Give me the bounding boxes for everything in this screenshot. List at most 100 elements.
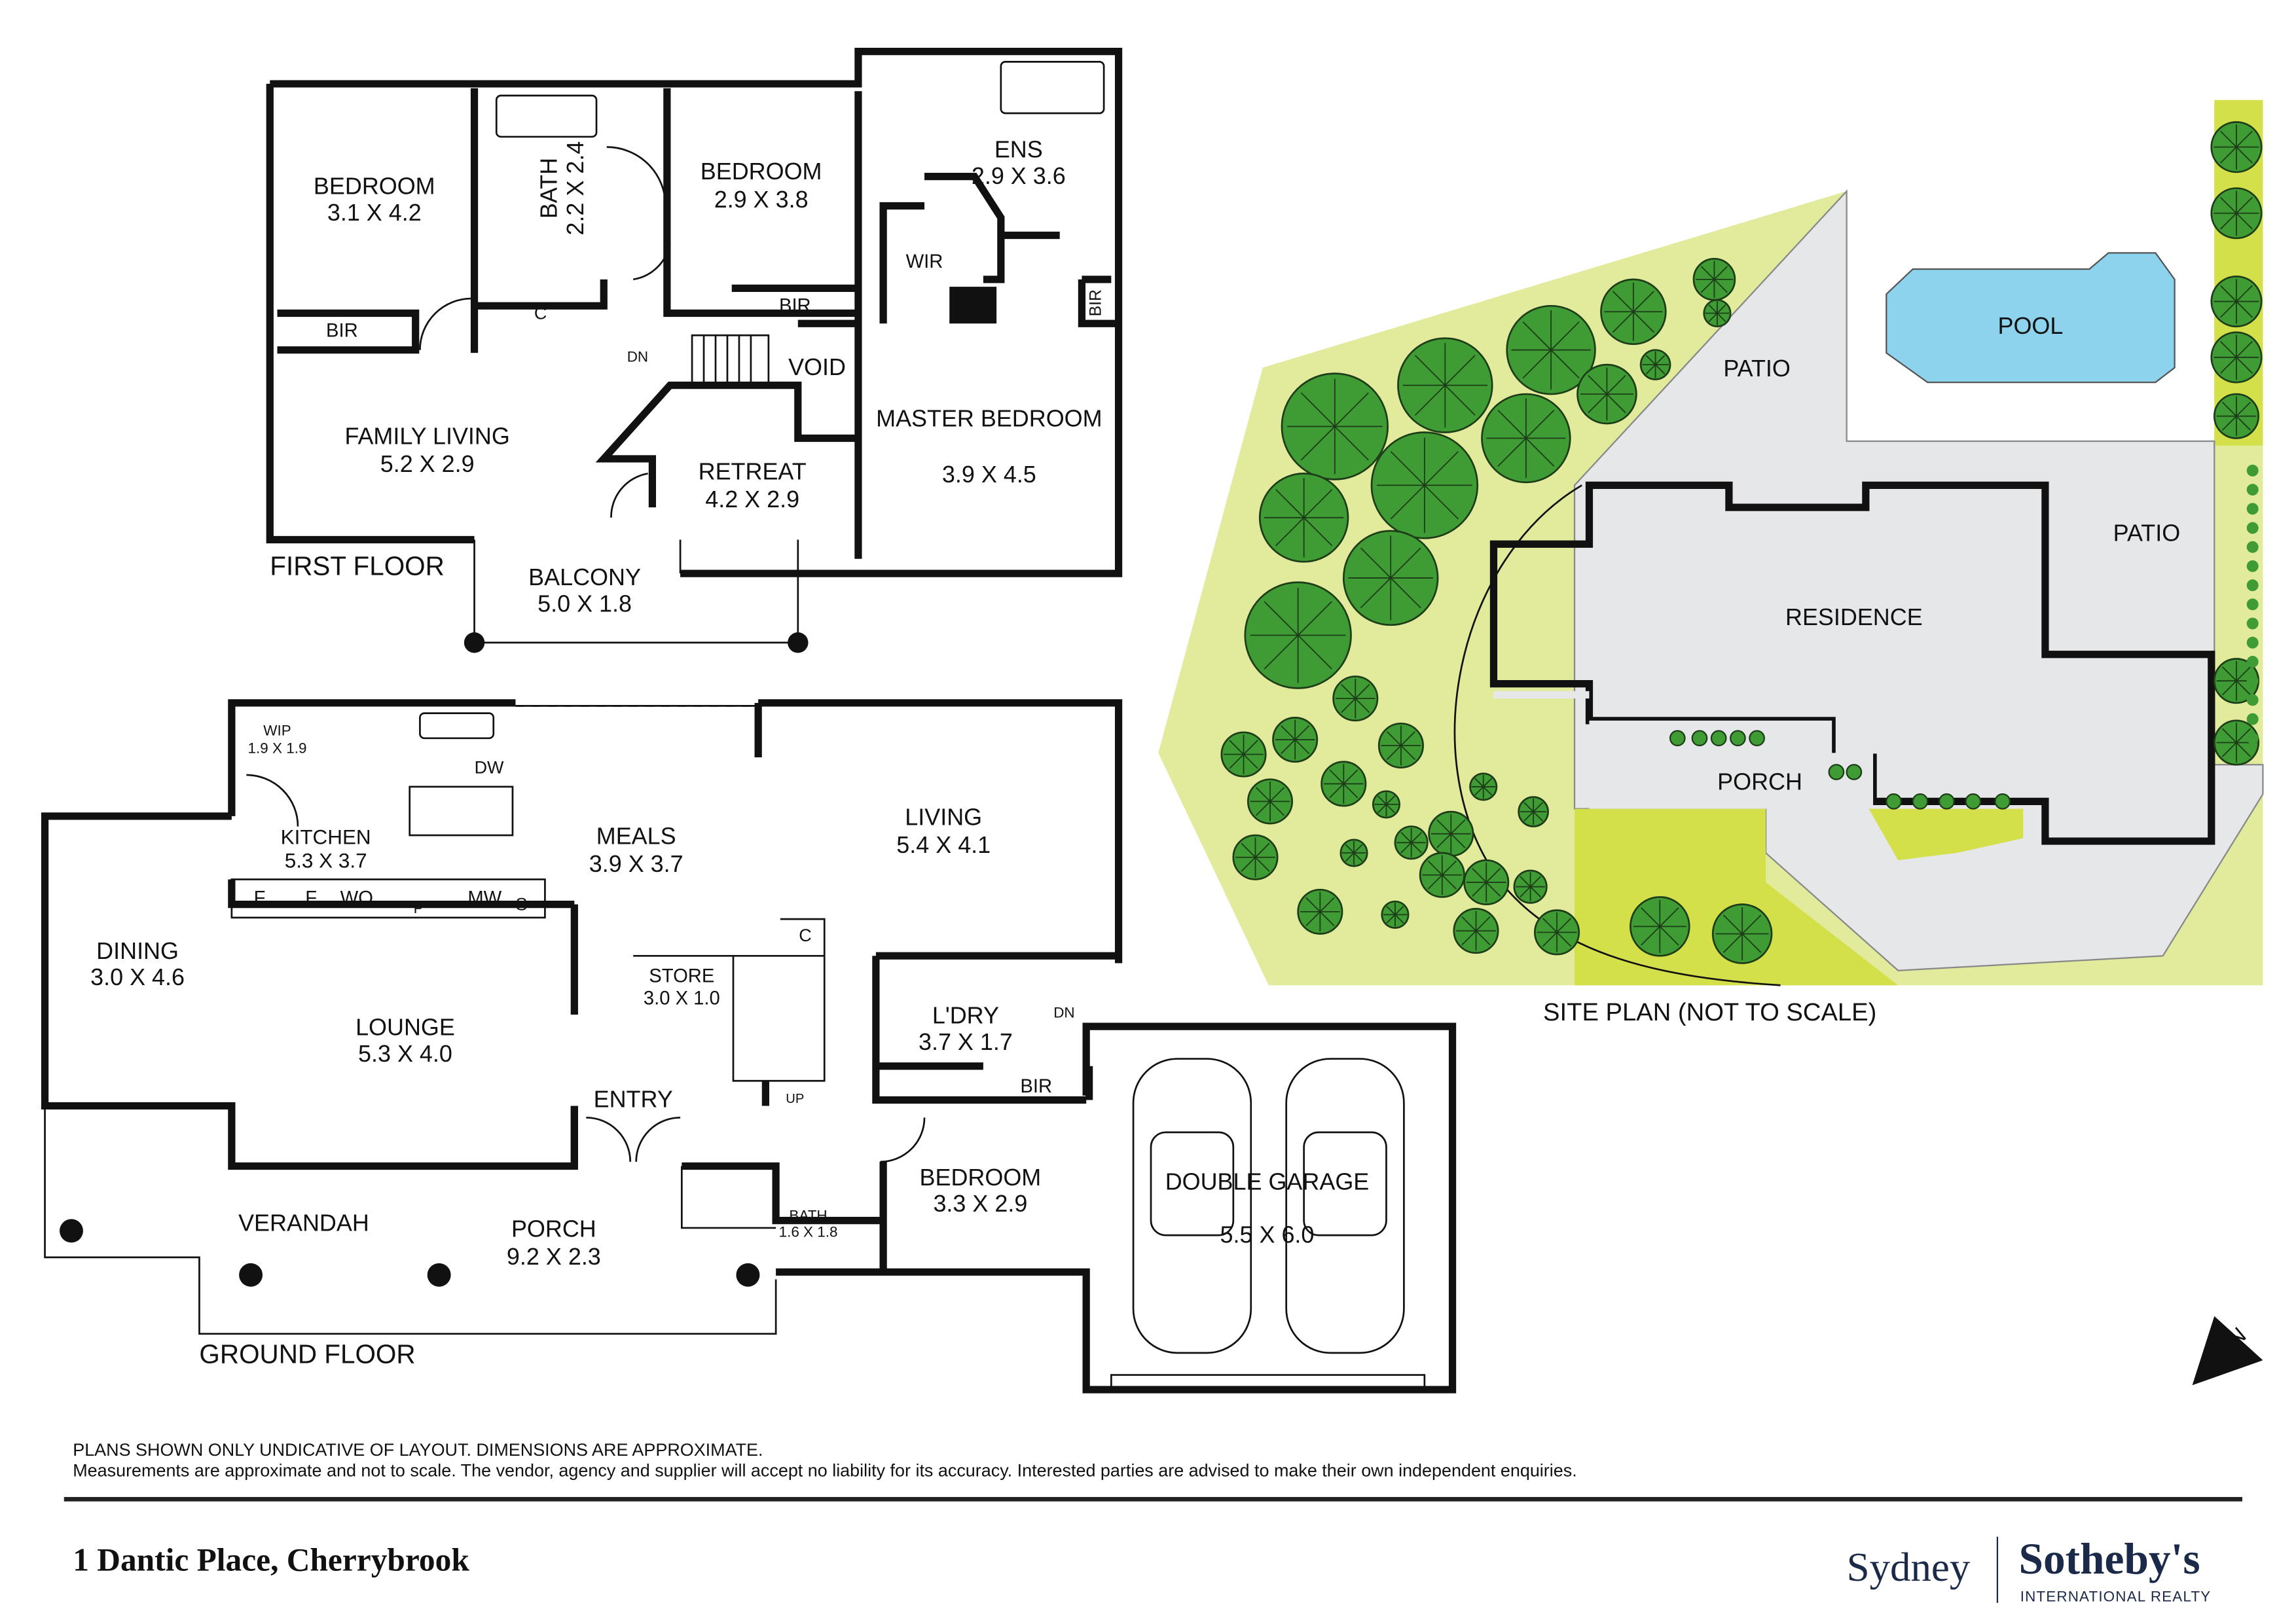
entry-label: ENTRY (594, 1086, 673, 1113)
dishwasher-label: DW (475, 758, 504, 778)
stairs-down-label: DN (1053, 1005, 1074, 1021)
ground-floor-plan: WIP 1.9 X 1.9 KITCHEN 5.3 X 3.7 MEALS 3.… (41, 699, 1457, 1394)
shrub-icon (1691, 730, 1708, 747)
divider (64, 1497, 2242, 1502)
room-size: 3.9 X 4.5 (942, 461, 1036, 488)
tree-icon (1377, 722, 1424, 769)
room-size: 1.9 X 1.9 (248, 740, 307, 756)
north-arrow-icon: N (2192, 1316, 2263, 1386)
door-swings (246, 774, 926, 1163)
room-size: 2.9 X 3.8 (714, 186, 809, 213)
tree-icon (1321, 761, 1367, 807)
balcony-post (464, 632, 485, 653)
shrub-icon (2246, 732, 2259, 744)
tree-icon (1600, 278, 1667, 346)
s-label: S (515, 895, 527, 914)
shrub-icon (1846, 764, 1863, 780)
stairs (691, 334, 770, 388)
tree-icon (2210, 187, 2263, 240)
bir-label: BIR (1020, 1076, 1052, 1097)
post (60, 1219, 83, 1243)
room-name: LIVING (905, 803, 982, 830)
shrub-icon (1828, 764, 1845, 780)
tree-icon (1630, 896, 1690, 957)
balcony-post (788, 632, 809, 653)
tree-icon (1394, 825, 1429, 860)
room-size: 5.4 X 4.1 (896, 831, 991, 858)
car-icon (1285, 1058, 1405, 1354)
tree-icon (1381, 900, 1410, 929)
shrub-icon (1939, 793, 1955, 810)
tree-icon (1419, 852, 1465, 898)
tree-icon (1453, 908, 1499, 954)
room-name: BEDROOM (314, 173, 435, 200)
tree-icon (2213, 393, 2260, 439)
shrub-icon (1710, 730, 1727, 747)
tree-icon (1339, 838, 1368, 867)
porch-label: PORCH (1717, 768, 1802, 795)
shrub-icon (2246, 655, 2259, 668)
room-name: STORE (649, 966, 714, 987)
cupboard-label: C (799, 926, 811, 945)
shrub-icon (1669, 730, 1686, 747)
shrub-icon (2246, 541, 2259, 553)
tree-icon (1428, 810, 1474, 857)
stairs-up-label: UP (786, 1092, 804, 1106)
room-size: 5.2 X 2.9 (380, 450, 475, 477)
room-name: MEALS (596, 823, 676, 850)
bathtub-icon (495, 94, 598, 138)
shrub-icon (1730, 730, 1746, 747)
tree-icon (1297, 888, 1343, 935)
room-size: 5.3 X 3.7 (285, 849, 367, 872)
tree-icon (1469, 772, 1498, 801)
kitchen-island (409, 785, 514, 837)
svg-text:Sydney: Sydney (1847, 1544, 1971, 1590)
tree-icon (2210, 276, 2263, 328)
verandah-label: VERANDAH (238, 1209, 369, 1236)
room-size: 2.2 X 2.4 (562, 141, 589, 236)
shrub-icon (2246, 675, 2259, 687)
door-swings (419, 146, 671, 518)
tree-icon (1576, 363, 1637, 425)
patio-label: PATIO (1723, 355, 1791, 382)
stairs (633, 918, 826, 1082)
tree-icon (1244, 581, 1352, 689)
shrub-icon (2246, 484, 2259, 496)
pool-label: POOL (1998, 312, 2064, 339)
post (427, 1263, 451, 1287)
shrub-icon (2246, 522, 2259, 534)
room-name: KITCHEN (281, 826, 371, 849)
tree-icon (1481, 393, 1571, 484)
tree-icon (1232, 834, 1279, 880)
residence (1489, 481, 2215, 845)
shrub-icon (2246, 503, 2259, 515)
room-size: 3.1 X 4.2 (327, 199, 422, 226)
tree-icon (2210, 121, 2263, 173)
brand-logo: Sydney Sotheby's INTERNATIONAL REALTY (1847, 1534, 2211, 1605)
room-size: 1.6 X 1.8 (779, 1223, 838, 1240)
tree-icon (2210, 331, 2263, 384)
trees (1220, 121, 2263, 964)
residence-label: RESIDENCE (1785, 604, 1923, 630)
tree-icon (1703, 298, 1732, 328)
site-plan: POOL PATIO PATIO RESIDENCE PORCH SITE PL… (1158, 99, 2264, 1386)
bir-label: BIR (1087, 289, 1105, 316)
room-size: 9.2 X 2.3 (507, 1243, 601, 1270)
cupboard-label: C (534, 304, 547, 323)
car-icon (1132, 1058, 1252, 1354)
room-size: 3.0 X 1.0 (644, 988, 720, 1009)
room-name: MASTER BEDROOM (876, 405, 1102, 432)
room-name: BEDROOM (701, 158, 822, 185)
tree-icon (1370, 431, 1479, 539)
stairs-down-label: DN (627, 349, 648, 365)
tree-icon (1372, 790, 1401, 819)
room-name: DINING (96, 937, 179, 964)
room-name: PORCH (511, 1215, 596, 1242)
tree-icon (1506, 304, 1596, 395)
bathtub-icon (1000, 61, 1105, 115)
shrub-icon (1886, 793, 1902, 810)
pool (1886, 252, 2176, 384)
room-size: 4.2 X 2.9 (705, 486, 799, 513)
pantry-label: P (414, 900, 424, 916)
